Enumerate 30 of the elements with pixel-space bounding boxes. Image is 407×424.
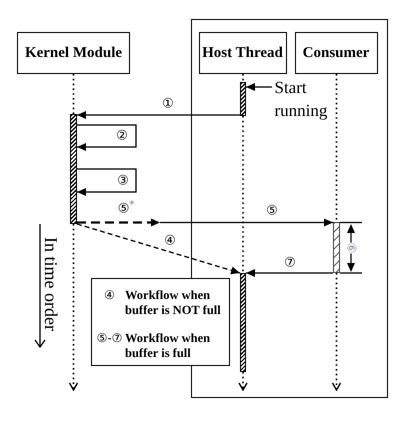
lifeline: [242, 74, 244, 82]
time-order-label: In time order: [41, 237, 61, 331]
step-number: ⑤-⑦: [96, 331, 122, 347]
self-arrow: [77, 124, 137, 151]
arrow: [76, 223, 240, 274]
lifeline: [238, 372, 248, 391]
legend-text: Workflow when buffer is full: [125, 331, 212, 361]
arrow: [77, 111, 240, 119]
self-arrow: [77, 168, 137, 196]
arrow: [160, 218, 333, 226]
arrow: [246, 83, 272, 91]
lifeline: [332, 273, 342, 391]
participant-box: Consumer: [294, 32, 378, 74]
participant-box: Host Thread: [198, 32, 286, 74]
lifeline: [336, 74, 338, 222]
duration-label: ⑥: [344, 242, 358, 254]
activation-bar: [240, 272, 246, 372]
lifeline: [68, 224, 78, 391]
arrow: [246, 269, 333, 277]
activation-bar: [240, 82, 246, 116]
lifeline: [242, 116, 244, 273]
legend-box: [91, 278, 230, 366]
legend-text: Workflow when buffer is NOT full: [125, 288, 222, 318]
activation-bar: [70, 114, 77, 224]
arrow: [77, 218, 160, 226]
participant-box: Kernel Module: [17, 32, 130, 74]
annotation-text: Start running: [272, 76, 332, 122]
activation-bar: [332, 222, 340, 272]
step-number: ④: [104, 288, 115, 304]
lifeline: [72, 74, 74, 114]
